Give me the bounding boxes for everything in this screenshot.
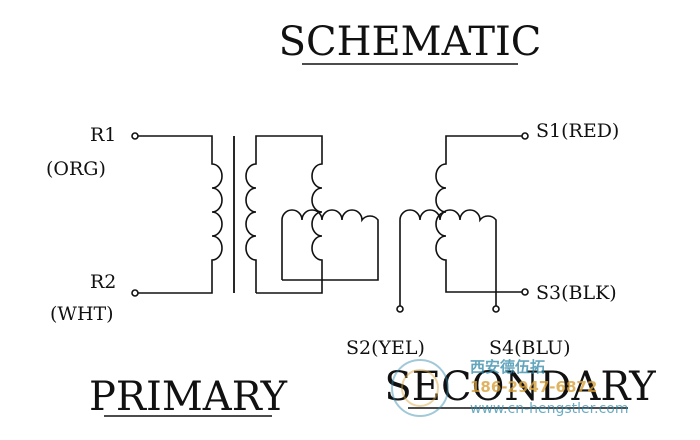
pin-color-r2: (WHT) [50, 303, 114, 325]
right-upper-wire [435, 135, 522, 293]
terminal-s2 [396, 305, 404, 313]
primary-wire [138, 135, 223, 294]
pin-label-s3: S3(BLK) [536, 282, 617, 304]
terminal-r1 [131, 132, 139, 140]
watermark: 西安德伍拓 186-2947-6872 www.cn-hengstler.com [391, 358, 629, 417]
schematic-title: SCHEMATIC [279, 19, 542, 65]
watermark-url: www.cn-hengstler.com [470, 401, 629, 417]
pin-color-r1: (ORG) [46, 158, 106, 180]
pin-label-r1: R1 [90, 124, 116, 146]
watermark-phone: 186-2947-6872 [470, 378, 597, 396]
primary-label: PRIMARY [89, 374, 288, 420]
pin-label-s1: S1(RED) [536, 120, 619, 142]
watermark-company: 西安德伍拓 [470, 358, 545, 376]
secondary-label: SECONDARY [384, 364, 656, 410]
pin-label-s4: S4(BLU) [489, 337, 570, 359]
right-lower-wire [399, 209, 497, 306]
terminal-r2 [131, 289, 139, 297]
terminal-s1 [521, 132, 529, 140]
pin-label-r2: R2 [90, 271, 116, 293]
terminal-s3 [521, 288, 529, 296]
primary-winding [131, 132, 223, 297]
terminal-s4 [492, 305, 500, 313]
pin-label-s2: S2(YEL) [346, 337, 425, 359]
left-outer-loop [245, 135, 323, 294]
secondary-winding-right [396, 132, 529, 313]
left-inner-loop [281, 209, 379, 281]
watermark-logo-icon [391, 359, 449, 417]
watermark-logo-inner-icon [401, 369, 439, 407]
secondary-winding-left [245, 135, 379, 294]
